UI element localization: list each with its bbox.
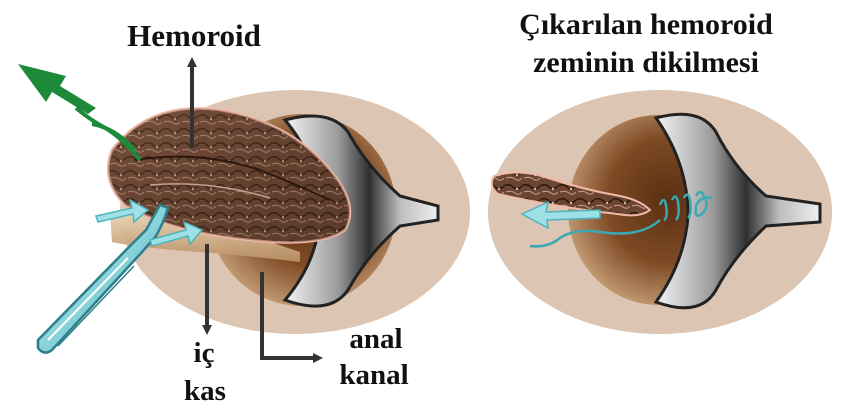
ic-label: iç <box>194 337 215 369</box>
forceps-icon <box>74 106 142 162</box>
hemoroid-label: Hemoroid <box>127 18 261 53</box>
left-panel: Hemoroid iç kas anal kanal <box>18 18 470 407</box>
right-panel: Çıkarılan hemoroid zeminin dikilmesi <box>488 8 832 334</box>
scalpel-icon <box>36 203 170 354</box>
kas-label: kas <box>184 375 226 407</box>
kanal-label: kanal <box>339 359 408 391</box>
suture-needle-icon <box>529 190 713 248</box>
anal-retractor-icon-right <box>653 112 822 310</box>
incision-arrow-lower <box>149 220 204 247</box>
incision-arrow-upper <box>95 198 150 224</box>
anal-label: anal <box>349 323 402 355</box>
excised-hemorrhoid-strip <box>490 171 652 217</box>
right-title-line2: zeminin dikilmesi <box>533 46 759 79</box>
suture-direction-arrow <box>520 200 601 230</box>
retraction-arrow <box>18 64 96 114</box>
right-title-line1: Çıkarılan hemoroid <box>519 8 773 41</box>
anal-kanal-arrow <box>260 272 323 363</box>
